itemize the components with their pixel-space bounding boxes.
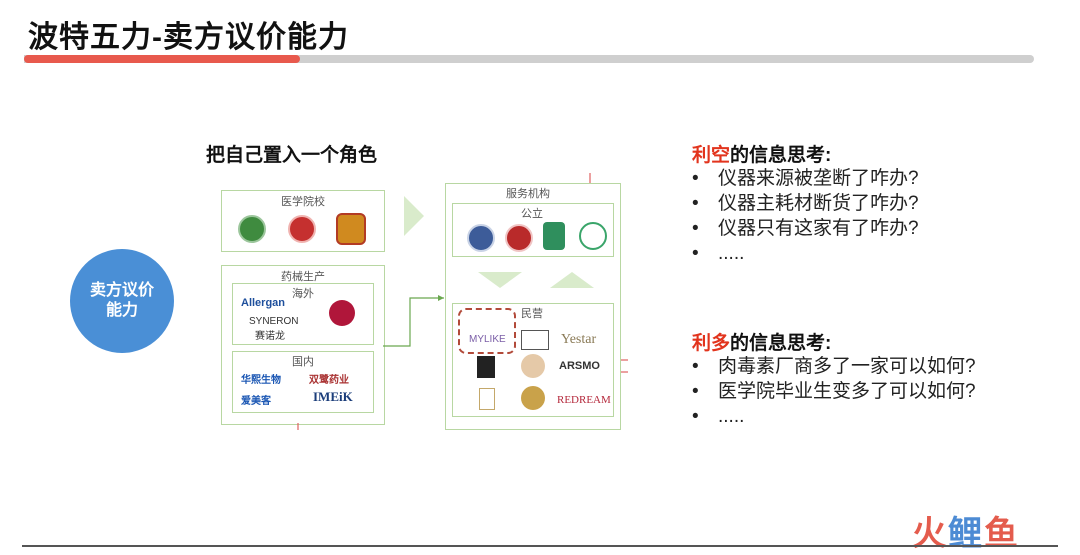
service-org-label: 服务机构 [502, 185, 554, 201]
medical-school-label: 医学院校 [281, 196, 325, 208]
medical-school-logo-icon [336, 213, 366, 245]
private-box: 民营 MYLIKE Yestar ARSMO REDREAM [452, 303, 614, 417]
clinic-logo-icon [521, 330, 549, 350]
aimeike-logo: 爱美客 [241, 396, 271, 407]
positive-heading: 利多的信息思考: [692, 328, 831, 355]
role-subtitle: 把自己置入一个角色 [206, 145, 378, 166]
clinic-logo-icon [477, 356, 495, 378]
clinic-logo-icon [521, 354, 545, 378]
circle-line-2: 能力 [105, 302, 138, 319]
domestic-box: 国内 华熙生物 双鹭药业 爱美客 IMEiK [232, 351, 374, 413]
lg-logo-icon [329, 300, 355, 326]
negative-heading: 利空的信息思考: [692, 140, 831, 167]
yestar-logo: Yestar [561, 332, 597, 347]
list-item: •..... [692, 243, 745, 264]
title-underline-gray [24, 55, 1034, 63]
arrow-up-icon [550, 272, 594, 288]
medical-school-logo-icon [238, 215, 266, 243]
hospital-logo-icon [579, 222, 607, 250]
allergan-logo: Allergan [241, 297, 286, 309]
list-item: •..... [692, 406, 745, 427]
hospital-logo-icon [505, 224, 533, 252]
positive-list: •肉毒素厂商多了一家可以如何? •医学院毕业生变多了可以如何? •..... [692, 354, 976, 429]
public-label: 公立 [517, 205, 547, 221]
syneron-logo: SYNERON [249, 316, 299, 327]
positive-heading-red: 利多 [692, 333, 731, 354]
hospital-logo-icon [543, 222, 565, 250]
arrow-down-icon [478, 272, 522, 288]
list-item: •仪器主耗材断货了咋办? [692, 193, 919, 214]
syneron-cn-logo: 赛诺龙 [255, 331, 285, 342]
arrow-right-icon [404, 196, 424, 236]
list-item: •仪器来源被垄断了咋办? [692, 168, 919, 189]
hospital-logo-icon [467, 224, 495, 252]
public-box: 公立 [452, 203, 614, 257]
title-underline-red [24, 55, 300, 63]
circle-line-1: 卖方议价 [89, 282, 154, 299]
private-label: 民营 [517, 305, 547, 321]
page-title: 波特五力-卖方议价能力 [28, 21, 349, 54]
clinic-logo-icon [479, 388, 495, 410]
list-item: •医学院毕业生变多了可以如何? [692, 381, 976, 402]
clinic-logo-icon [521, 386, 545, 410]
domestic-label: 国内 [292, 356, 314, 368]
negative-list: •仪器来源被垄断了咋办? •仪器主耗材断货了咋办? •仪器只有这家有了咋办? •… [692, 166, 919, 266]
pharma-label: 药械生产 [281, 271, 325, 283]
bloomage-logo: 华熙生物 [241, 375, 281, 386]
shuanglu-logo: 双鹭药业 [309, 375, 349, 386]
medical-school-logo-icon [288, 215, 316, 243]
negative-heading-red: 利空 [692, 145, 731, 166]
mylike-highlight-dashed [458, 308, 516, 354]
seller-power-circle: 卖方议价 能力 [70, 249, 174, 353]
mylike-logo: MYLIKE [469, 334, 506, 345]
list-item: •肉毒素厂商多了一家可以如何? [692, 356, 976, 377]
medical-school-box: 医学院校 [221, 190, 385, 252]
arsmo-logo: ARSMO [559, 360, 600, 372]
overseas-box: 海外 Allergan SYNERON 赛诺龙 [232, 283, 374, 345]
redream-logo: REDREAM [557, 394, 611, 406]
imeik-logo: IMEiK [313, 389, 353, 404]
overseas-label: 海外 [292, 288, 314, 300]
positive-heading-rest: 的信息思考: [730, 333, 832, 354]
negative-heading-rest: 的信息思考: [730, 145, 832, 166]
list-item: •仪器只有这家有了咋办? [692, 218, 919, 239]
bottom-divider [22, 545, 1058, 547]
watermark-logo: 火鲤鱼 [912, 515, 1020, 553]
